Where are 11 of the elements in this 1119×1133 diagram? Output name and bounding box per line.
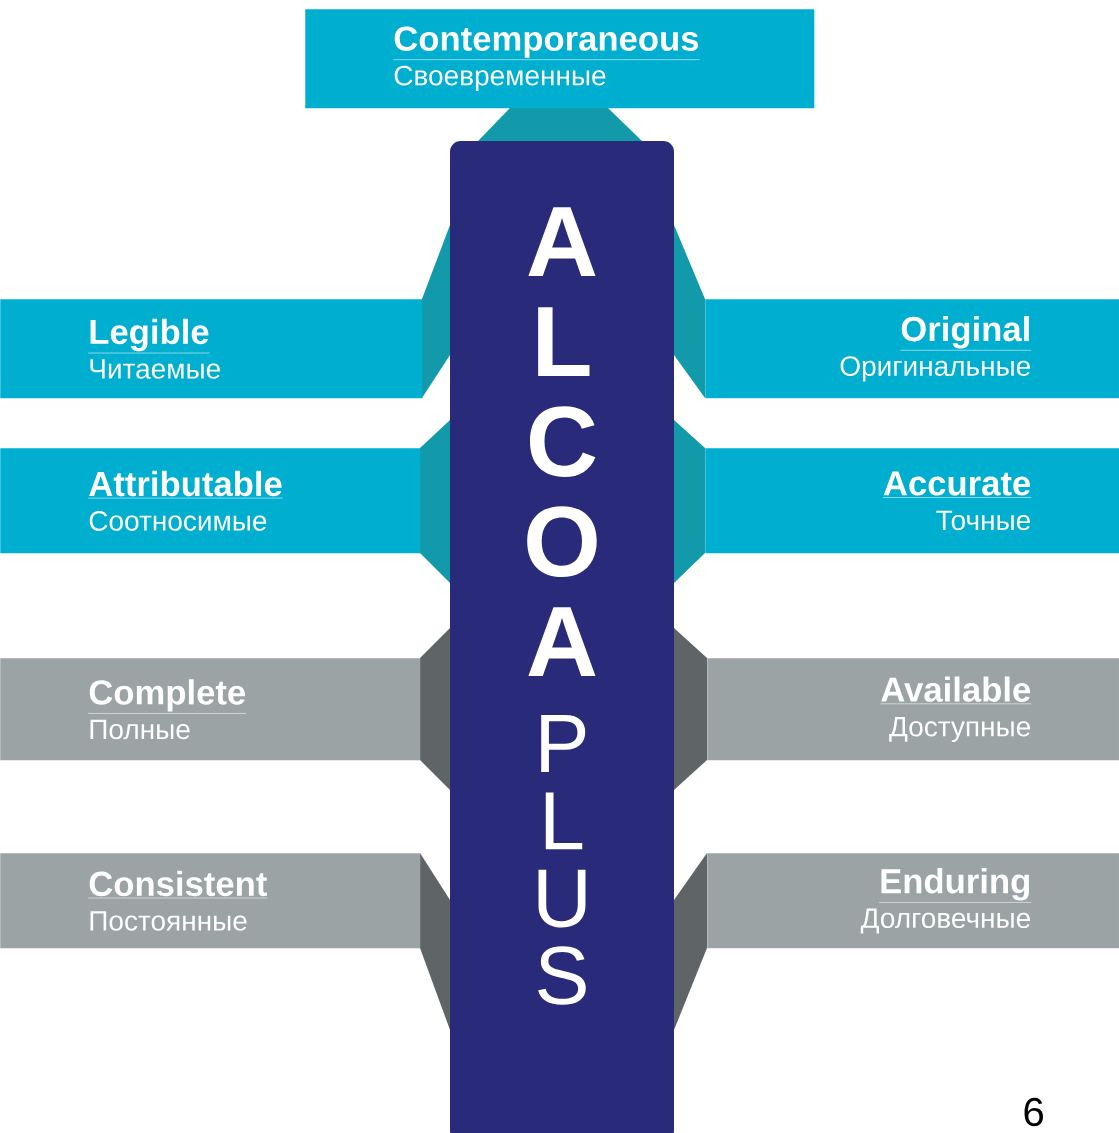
page-number: 6 bbox=[1024, 1097, 1043, 1127]
ribbon-box: Contemporaneous Своевременные bbox=[305, 9, 815, 141]
ribbon-box: Consistent Постоянные bbox=[0, 853, 450, 1030]
ribbon-box: Accurate Точные bbox=[674, 420, 1119, 583]
ribbon-box: Enduring Долговечные bbox=[674, 853, 1119, 1030]
ribbon-box: Complete Полные bbox=[0, 628, 450, 790]
column-letters: A L C O A P L U S bbox=[527, 207, 597, 1005]
ribbon-box: Legible Читаемые bbox=[0, 225, 450, 399]
ribbon-box: Original Оригинальные bbox=[674, 225, 1119, 399]
ribbon-box: Attributable Соотносимые bbox=[0, 420, 450, 583]
ribbon-box: Available Доступные bbox=[674, 628, 1119, 790]
